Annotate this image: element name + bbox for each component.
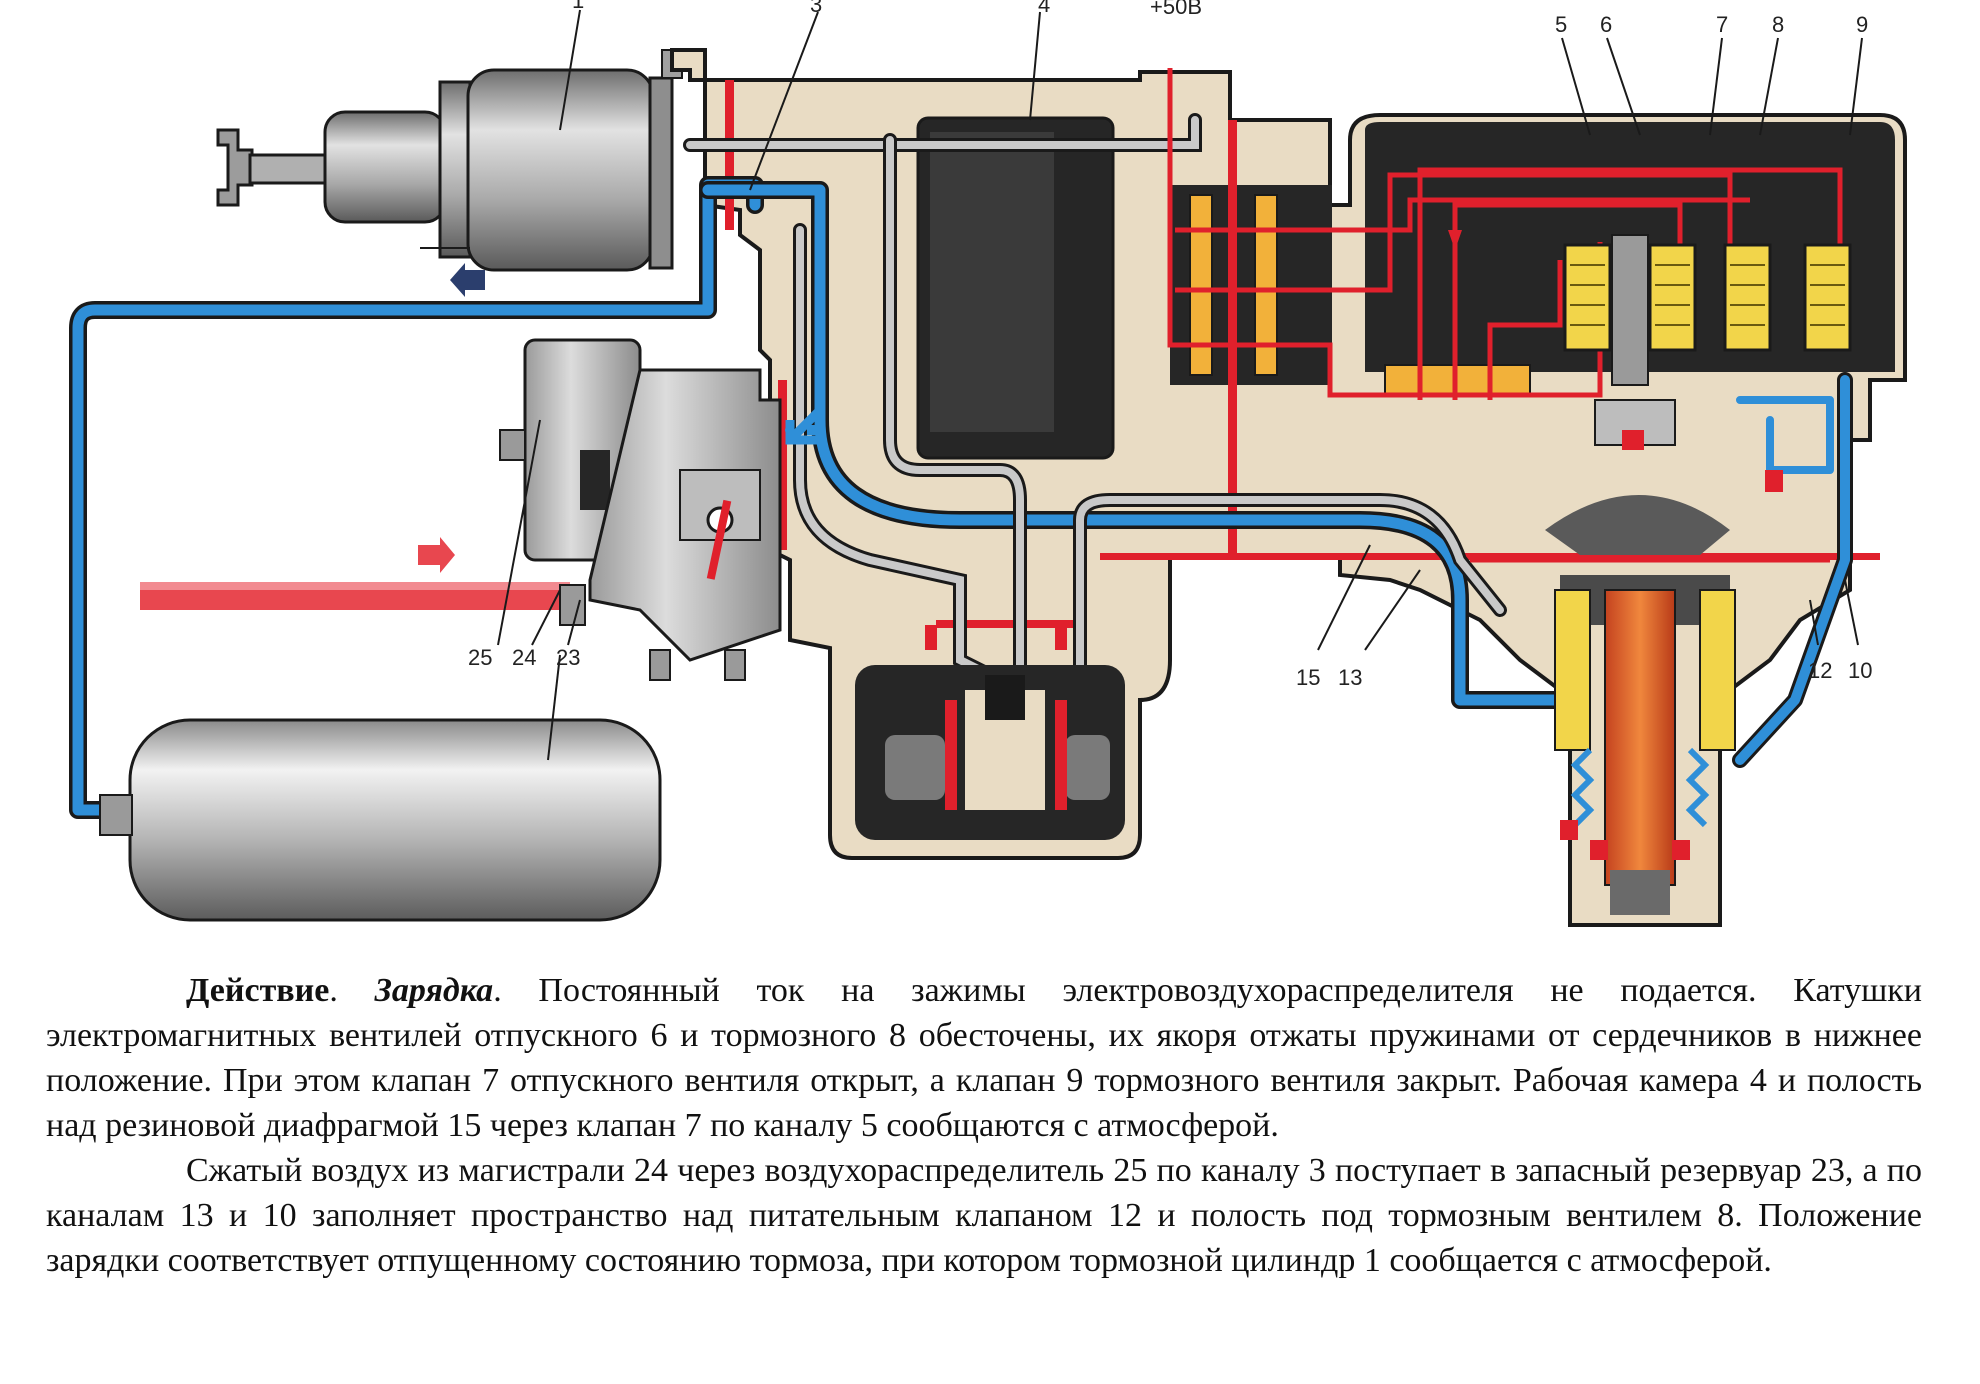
label-24: 24 <box>512 645 536 670</box>
label-23: 23 <box>556 645 580 670</box>
description-text: Действие. Зарядка. Постоянный ток на заж… <box>46 968 1922 1283</box>
label-4: 4 <box>1038 0 1050 17</box>
label-8: 8 <box>1772 12 1784 37</box>
paragraph-compressed-air: Сжатый воздух из магистрали 24 через воз… <box>46 1152 1922 1279</box>
electromagnet-valves <box>1300 167 1852 492</box>
label-15: 15 <box>1296 665 1320 690</box>
label-5: 5 <box>1555 12 1567 37</box>
subheading-charging: Зарядка <box>374 972 494 1009</box>
auxiliary-reservoir <box>99 718 662 922</box>
label-9: 9 <box>1856 12 1868 37</box>
label-7: 7 <box>1716 12 1728 37</box>
air-lines <box>69 176 1853 819</box>
brake-pipe-line <box>140 537 570 610</box>
diaphragm-and-piston <box>1470 495 1830 915</box>
label-10: 10 <box>1848 658 1872 683</box>
lower-chamber <box>855 625 1125 840</box>
partition-seals <box>725 80 1880 628</box>
atmosphere-channels <box>683 113 1507 687</box>
heading-separator: . <box>329 972 375 1009</box>
label-6: 6 <box>1600 12 1612 37</box>
label-3: 3 <box>810 0 822 17</box>
paragraph-charging: Действие. Зарядка. Постоянный ток на заж… <box>46 968 1922 1148</box>
air-distributor <box>499 338 824 681</box>
label-1: 1 <box>572 0 584 13</box>
paragraph-charging-body: . Постоянный ток на зажимы электровоздух… <box>46 972 1923 1144</box>
heading-action: Действие <box>186 972 330 1009</box>
leader-lines <box>497 9 1863 761</box>
label-25: 25 <box>468 645 492 670</box>
electro-pneumatic-distributor-diagram: 1 3 4 +50В 5 6 7 8 9 25 24 23 15 13 12 1… <box>69 0 1907 927</box>
terminal-block <box>1167 68 1300 376</box>
label-13: 13 <box>1338 665 1362 690</box>
label-12: 12 <box>1808 658 1832 683</box>
label-voltage: +50В <box>1150 0 1202 19</box>
brake-cylinder <box>216 49 683 297</box>
